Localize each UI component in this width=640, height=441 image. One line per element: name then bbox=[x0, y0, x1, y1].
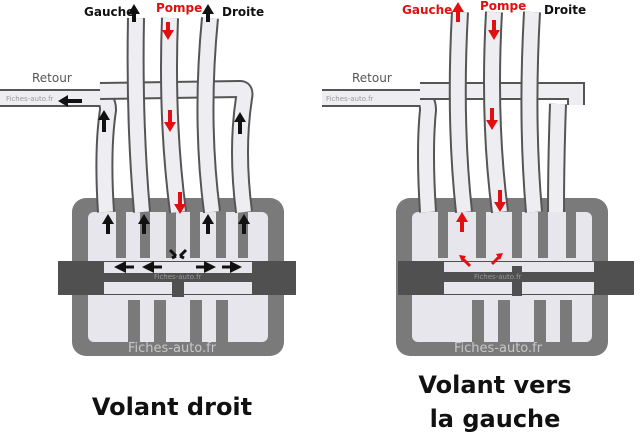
left-arrow-return-right bbox=[234, 112, 246, 134]
right-arrow-pompe-2 bbox=[486, 108, 498, 130]
left-spool-land bbox=[172, 280, 184, 297]
left-arrow-pompe-2 bbox=[164, 110, 176, 132]
left-spool-chamber-top bbox=[104, 262, 252, 273]
left-label-gauche: Gauche bbox=[84, 5, 134, 19]
left-watermark-spool: Fiches-auto.fr bbox=[154, 273, 202, 281]
right-arrow-pompe-3 bbox=[494, 190, 506, 212]
left-pipes bbox=[0, 17, 254, 214]
left-arrow-gauche-top bbox=[128, 4, 140, 22]
left-label-retour: Retour bbox=[32, 71, 72, 85]
right-caption-line2: la gauche bbox=[429, 405, 561, 433]
left-arrow-return-left bbox=[98, 110, 110, 132]
left-bottom-fingers bbox=[128, 300, 228, 342]
left-watermark-body: Fiches-auto.fr bbox=[128, 341, 217, 356]
left-arrow-port-3 bbox=[202, 214, 214, 234]
right-return-pipe bbox=[322, 89, 438, 213]
left-label-pompe: Pompe bbox=[156, 1, 202, 15]
left-arrow-droite-top bbox=[202, 4, 214, 22]
left-arrow-chevron-left bbox=[168, 248, 178, 260]
left-watermark-pipe: Fiches-auto.fr bbox=[6, 95, 54, 103]
left-arrow-port-4 bbox=[238, 214, 250, 234]
right-port-walls bbox=[438, 212, 576, 258]
left-arrow-pompe-3 bbox=[174, 192, 186, 214]
right-watermark-body: Fiches-auto.fr bbox=[454, 341, 543, 356]
right-valve-diagram: Gauche Pompe Droite Retour Fiches-auto.f… bbox=[322, 0, 634, 356]
right-arrow-port-up bbox=[456, 212, 468, 232]
left-return-pipe bbox=[0, 89, 118, 213]
left-arrow-pompe-1 bbox=[162, 22, 174, 40]
right-arrow-gauche-top bbox=[452, 2, 464, 22]
right-label-retour: Retour bbox=[352, 71, 392, 85]
left-arrow-port-1 bbox=[102, 214, 114, 234]
left-valve-diagram: Gauche Pompe Droite Retour Fiches-auto.f… bbox=[0, 1, 296, 356]
left-caption-text: Volant droit bbox=[91, 393, 253, 421]
right-watermark-spool: Fiches-auto.fr bbox=[474, 273, 522, 281]
left-arrow-chevron-right bbox=[178, 248, 188, 260]
right-label-pompe: Pompe bbox=[480, 0, 526, 13]
right-watermark-pipe: Fiches-auto.fr bbox=[326, 95, 374, 103]
right-label-gauche: Gauche bbox=[402, 3, 452, 17]
right-caption-line1: Volant vers bbox=[418, 371, 572, 399]
left-port-walls bbox=[116, 212, 248, 258]
right-label-droite: Droite bbox=[544, 3, 586, 17]
right-caption: Volant vers la gauche bbox=[380, 368, 610, 436]
right-pipes bbox=[322, 11, 585, 214]
left-arrow-port-2 bbox=[138, 214, 150, 234]
right-arrow-pompe-1 bbox=[488, 20, 500, 40]
left-caption: Volant droit bbox=[60, 390, 284, 424]
right-spool-land bbox=[512, 266, 522, 296]
right-bottom-fingers bbox=[472, 300, 572, 342]
left-flow-arrows bbox=[58, 4, 250, 273]
left-label-droite: Droite bbox=[222, 5, 264, 19]
left-arrow-return-out bbox=[58, 95, 82, 107]
right-flow-arrows bbox=[452, 2, 506, 268]
